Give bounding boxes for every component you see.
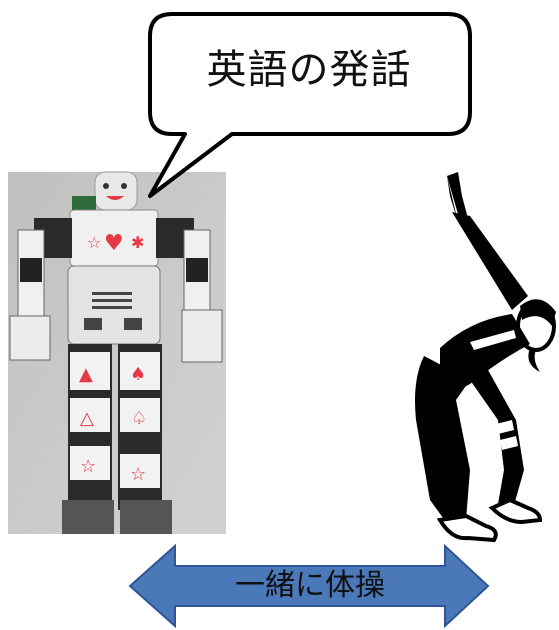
speech-bubble-text: 英語の発話: [206, 47, 412, 93]
svg-text:♥: ♥: [104, 231, 124, 256]
svg-text:△: △: [80, 408, 94, 429]
svg-text:☆: ☆: [130, 464, 146, 485]
svg-text:☆: ☆: [80, 456, 96, 477]
arrow-label: 一緒に体操: [235, 568, 385, 603]
robot-photo: ☆ ♥ ✱ ▲ ♠ △ ♤ ☆ ☆: [8, 171, 226, 534]
svg-text:✱: ✱: [131, 233, 144, 252]
stretching-person-silhouette: [415, 172, 556, 543]
svg-text:☆: ☆: [87, 233, 101, 252]
double-arrow: [128, 543, 490, 629]
speech-bubble: [148, 12, 472, 198]
svg-text:♠: ♠: [130, 364, 146, 385]
svg-text:♤: ♤: [131, 408, 147, 429]
svg-text:▲: ▲: [79, 364, 93, 385]
